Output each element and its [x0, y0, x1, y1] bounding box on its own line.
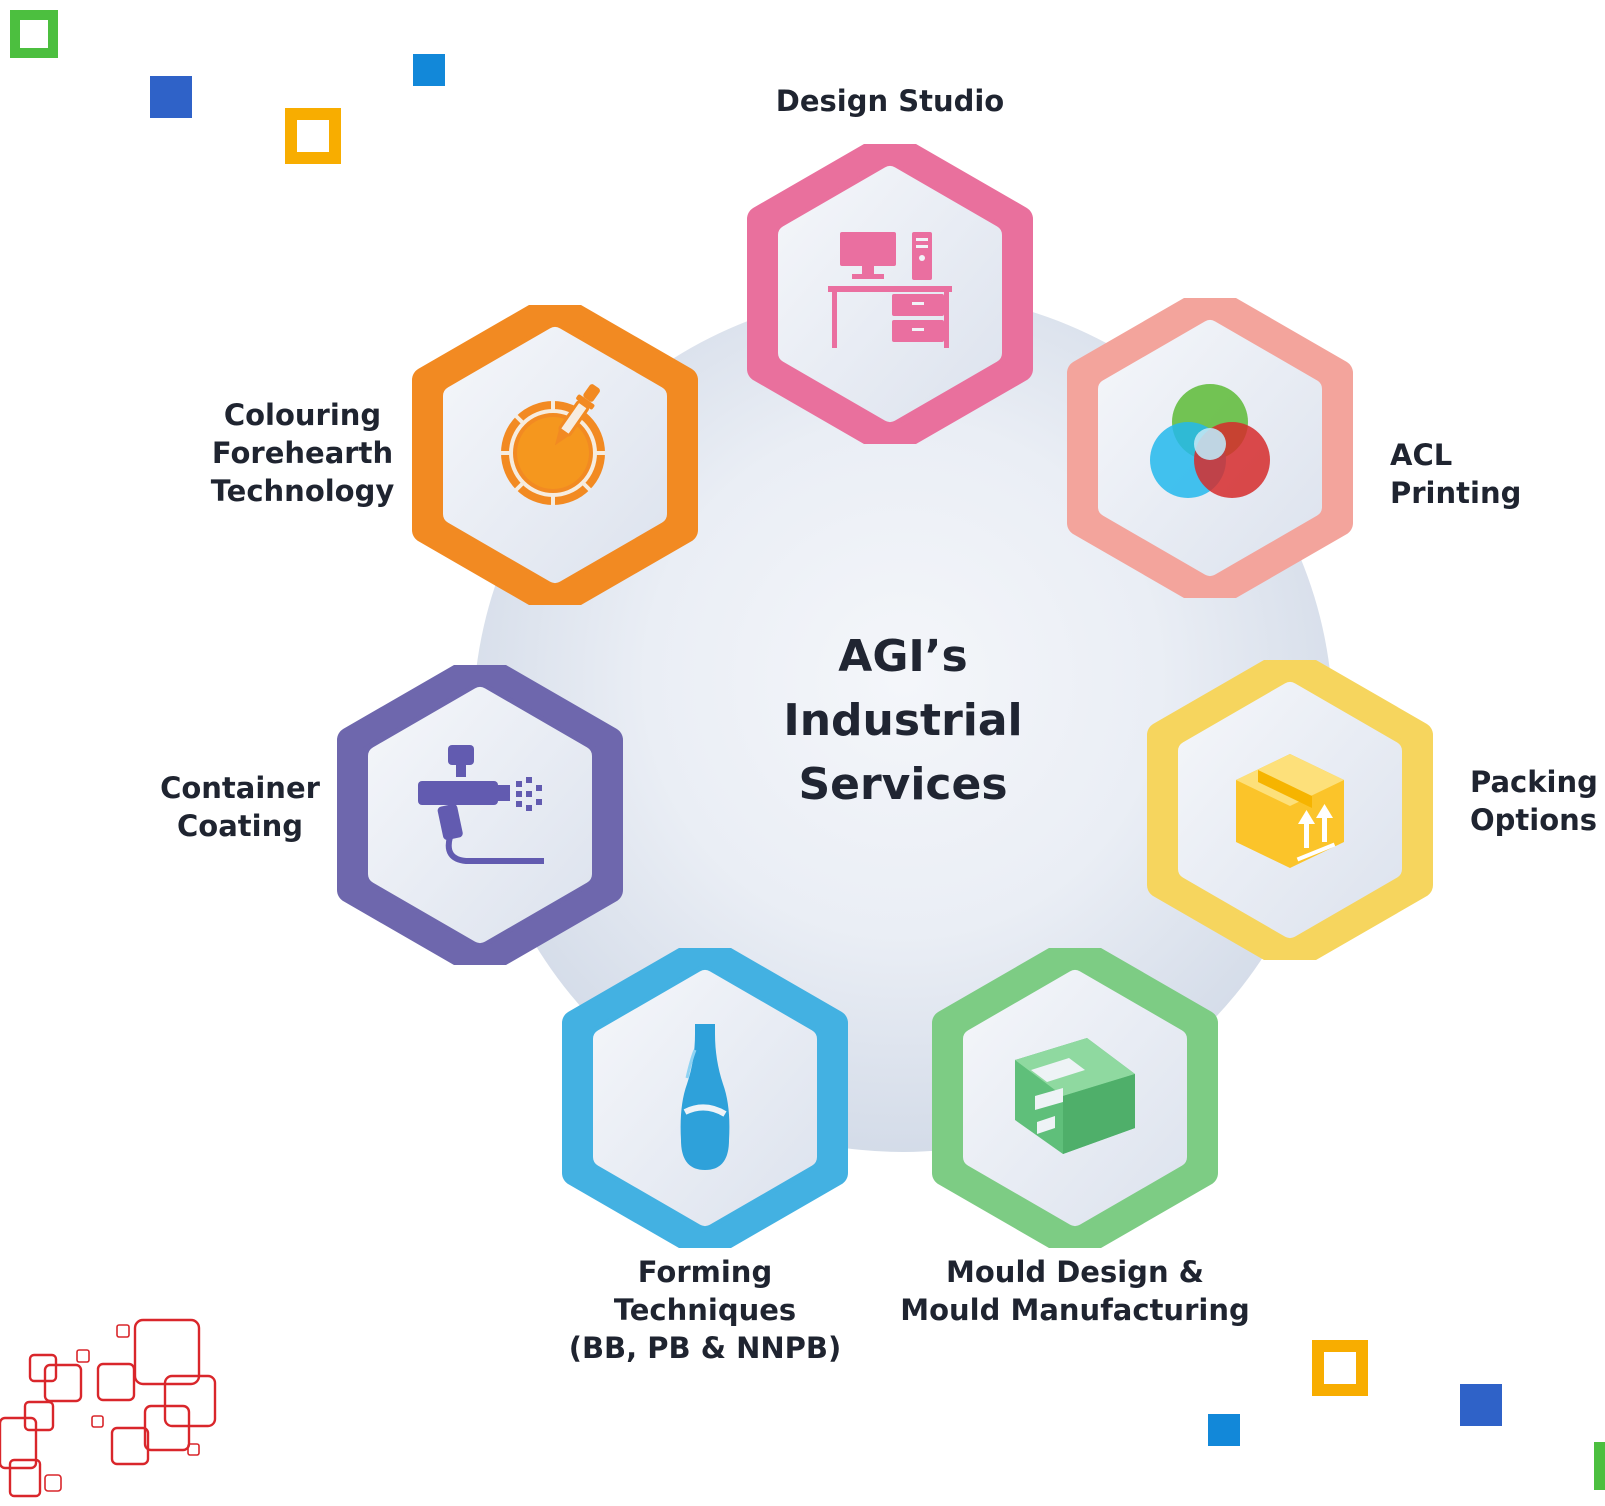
label-colouring-forehearth: Colouring Forehearth Technology [210, 398, 395, 508]
label-mould-design: Mould Design & Mould Manufacturing [900, 1255, 1250, 1327]
label-acl-printing: ACL Printing [1390, 438, 1522, 510]
node-acl-printing[interactable] [1060, 285, 1360, 611]
decor-square-blue [150, 76, 192, 118]
color-circles-icon [1150, 384, 1270, 498]
node-packing-options[interactable] [1140, 647, 1440, 973]
mould-block-icon [1015, 1038, 1135, 1154]
node-container-coating[interactable] [330, 652, 630, 978]
node-forming-techniques[interactable] [555, 935, 855, 1261]
decor-square-lightblue-2 [1208, 1414, 1240, 1446]
decor-square-blue-2 [1460, 1384, 1502, 1426]
spray-gun-icon [418, 745, 544, 864]
label-forming-techniques: Forming Techniques (BB, PB & NNPB) [568, 1255, 842, 1365]
label-packing-options: Packing Options [1470, 765, 1598, 837]
node-design-studio[interactable] [740, 131, 1040, 457]
node-mould-design[interactable] [925, 935, 1225, 1261]
dropper-dial-icon [501, 384, 605, 505]
node-colouring-forehearth[interactable] [405, 292, 705, 618]
decor-square-orange [285, 108, 341, 164]
label-design-studio: Design Studio [775, 84, 1005, 118]
decor-square-orange-2 [1312, 1340, 1368, 1396]
desk-computer-icon [828, 232, 952, 348]
decor-red-squares [0, 1318, 217, 1498]
decor-square-green-2 [1594, 1442, 1605, 1490]
bottle-icon [680, 1024, 730, 1170]
package-box-icon [1236, 754, 1344, 868]
hub-title: AGI’s Industrial Services [783, 631, 1023, 810]
decor-square-green [10, 10, 58, 58]
decor-square-lightblue [413, 54, 445, 86]
label-container-coating: Container Coating [160, 771, 320, 843]
